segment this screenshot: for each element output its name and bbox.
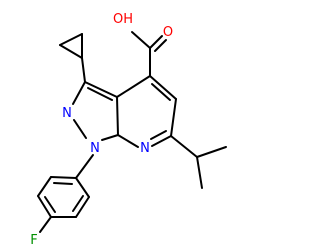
atom-label-carbonyl-oxygen: O [163, 25, 173, 40]
bond-ph-1 [50, 176, 77, 179]
bond-c4-c5-b [151, 83, 171, 101]
bond-isopropyl-me2 [196, 156, 203, 189]
atom-label-pyrazole-n2: N [62, 106, 72, 121]
bond-isopropyl-me1 [196, 146, 227, 158]
bond-c3a-c4 [116, 75, 151, 98]
bond-c6-n7-a [151, 135, 172, 147]
bond-c6-n7-b [150, 130, 167, 140]
bond-cyclopropyl-3 [59, 33, 83, 46]
bond-c3-n2 [72, 81, 86, 105]
bond-ph-3 [37, 195, 52, 218]
bond-c3-c3a-b [87, 87, 113, 101]
bond-cooh-oh [131, 31, 151, 49]
bond-lines [37, 31, 227, 233]
bond-n7-c7a [117, 134, 139, 148]
bond-ph-3b [44, 196, 56, 213]
atom-label-hydroxyl: OH [113, 12, 133, 27]
bond-n1-phenyl [75, 154, 94, 179]
bond-c4-c5-a [149, 75, 177, 100]
atom-label-pyrazole-n1: N [90, 141, 100, 156]
atom-label-pyridine-n: N [140, 141, 150, 156]
bond-c3-c3a-a [84, 81, 118, 98]
atom-label-fluorine: F [30, 233, 37, 248]
bond-c6-isopropyl [170, 135, 198, 158]
bond-ph-5 [75, 196, 90, 218]
bond-ph-1b [53, 182, 73, 185]
bond-n2-n1 [73, 119, 87, 139]
bond-cyclopropyl-1 [59, 44, 83, 59]
bond-c7a-c3a [116, 96, 119, 136]
bond-ph-5b [72, 195, 84, 212]
bond-c3-cyclopropyl [81, 57, 86, 83]
bond-cooh-o-b [154, 39, 167, 52]
bond-ph-6 [75, 177, 90, 198]
bond-c-f [39, 216, 52, 233]
molecule-structure: OH O N N N F [30, 12, 227, 248]
bond-c5-c6 [170, 98, 177, 137]
bond-ph-2 [37, 176, 52, 197]
bond-cooh-o-a [149, 35, 163, 49]
bond-n1-c7a [101, 134, 119, 141]
structure-canvas: OH O N N N F [30, 12, 227, 248]
atom-labels: OH O N N N F [30, 12, 173, 248]
